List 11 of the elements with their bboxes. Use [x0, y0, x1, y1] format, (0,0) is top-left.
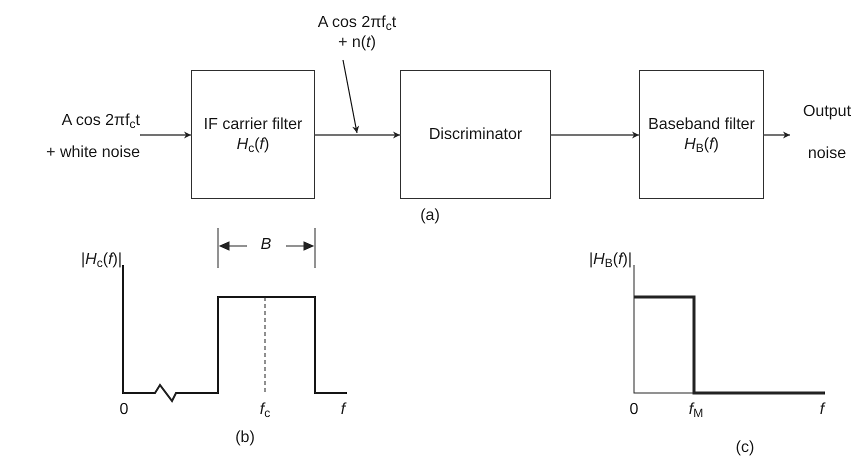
- signal-label: A cos 2πf$_{c}$t + n(t): [298, 6, 416, 60]
- process-box: IF carrier filter H$_{c}$(f): [191, 70, 315, 199]
- signal-label: Output noise: [790, 96, 864, 170]
- signal-label: A cos 2πf$_{c}$t + white noise: [4, 108, 140, 166]
- arrow: [140, 132, 191, 138]
- process-box: Discriminator: [400, 70, 551, 199]
- process-box: Baseband filter H$_{B}$(f): [639, 70, 764, 199]
- arrow: [315, 132, 400, 138]
- arrow: [764, 132, 790, 138]
- arrow: [551, 132, 639, 138]
- leader-arrow: [342, 60, 360, 134]
